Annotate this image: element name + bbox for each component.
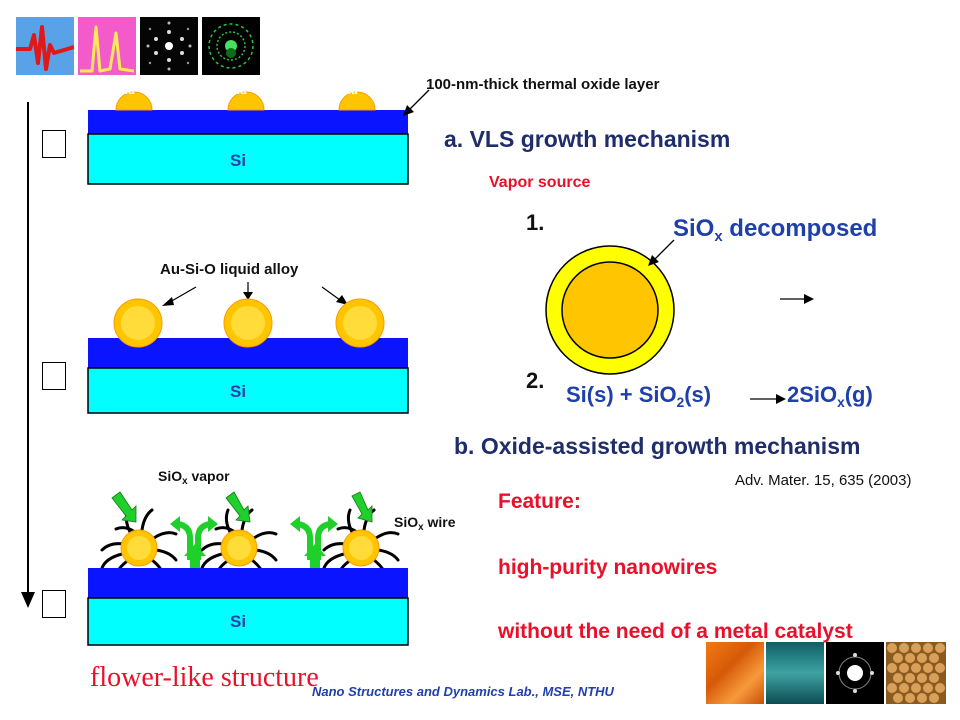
oxide-layer-callout: 100-nm-thick thermal oxide layer — [426, 76, 660, 93]
feature-heading: Feature: — [498, 490, 581, 513]
siox-wire-label: SiOx wire — [394, 514, 456, 533]
green-diffraction-icon — [202, 17, 260, 75]
vapor-source-label: Vapor source — [489, 174, 591, 191]
vls-title: a. VLS growth mechanism — [444, 126, 731, 152]
step-number-1: 1. — [526, 210, 545, 235]
siox-decomposed-label: SiOx decomposed — [673, 215, 878, 246]
process-flow-arrow — [21, 102, 35, 608]
stage3-substrate — [87, 491, 409, 646]
siox-vapor-label: SiOx vapor — [158, 468, 230, 487]
teal-texture-thumbnail — [766, 642, 824, 704]
reference-citation: Adv. Mater. 15, 635 (2003) — [735, 472, 912, 489]
reaction-arrow-1 — [780, 294, 814, 304]
step-box-3 — [42, 590, 66, 618]
reaction-equation: Si(s) + SiO2(s) — [566, 382, 712, 410]
diffraction-thumbnail — [826, 642, 884, 704]
orange-texture-thumbnail — [706, 642, 764, 704]
lab-footer: Nano Structures and Dynamics Lab., MSE, … — [312, 684, 614, 699]
waveform-icon — [16, 17, 75, 75]
spectrum-peaks-icon — [78, 17, 136, 75]
decomposed-callout-arrow — [648, 239, 675, 266]
au-particle-label-1: Au — [119, 83, 135, 97]
reaction-product: 2SiOx(g) — [787, 382, 873, 410]
diffraction-pattern-icon — [140, 17, 198, 75]
particle-array-thumbnail — [886, 642, 946, 704]
step-box-1 — [42, 130, 66, 158]
au-particle-label-3: Au — [342, 83, 358, 97]
core-shell-particle — [545, 245, 675, 375]
oxide-assisted-title: b. Oxide-assisted growth mechanism — [454, 433, 861, 459]
si-label-2: Si — [230, 382, 247, 401]
reaction-arrow-2 — [750, 394, 786, 404]
step-box-2 — [42, 362, 66, 390]
alloy-label: Au-Si-O liquid alloy — [160, 261, 299, 278]
feature-line-2: without the need of a metal catalyst — [498, 620, 853, 643]
flower-like-caption: flower-like structure — [90, 662, 319, 693]
stage2-substrate — [87, 282, 409, 414]
step-number-2: 2. — [526, 368, 545, 393]
oxide-callout-arrow — [403, 89, 430, 116]
stage1-substrate — [87, 91, 409, 185]
si-label-3: Si — [230, 612, 247, 631]
feature-line-1: high-purity nanowires — [498, 556, 718, 579]
au-particle-label-2: Au — [231, 83, 247, 97]
si-label-1: Si — [230, 151, 247, 170]
